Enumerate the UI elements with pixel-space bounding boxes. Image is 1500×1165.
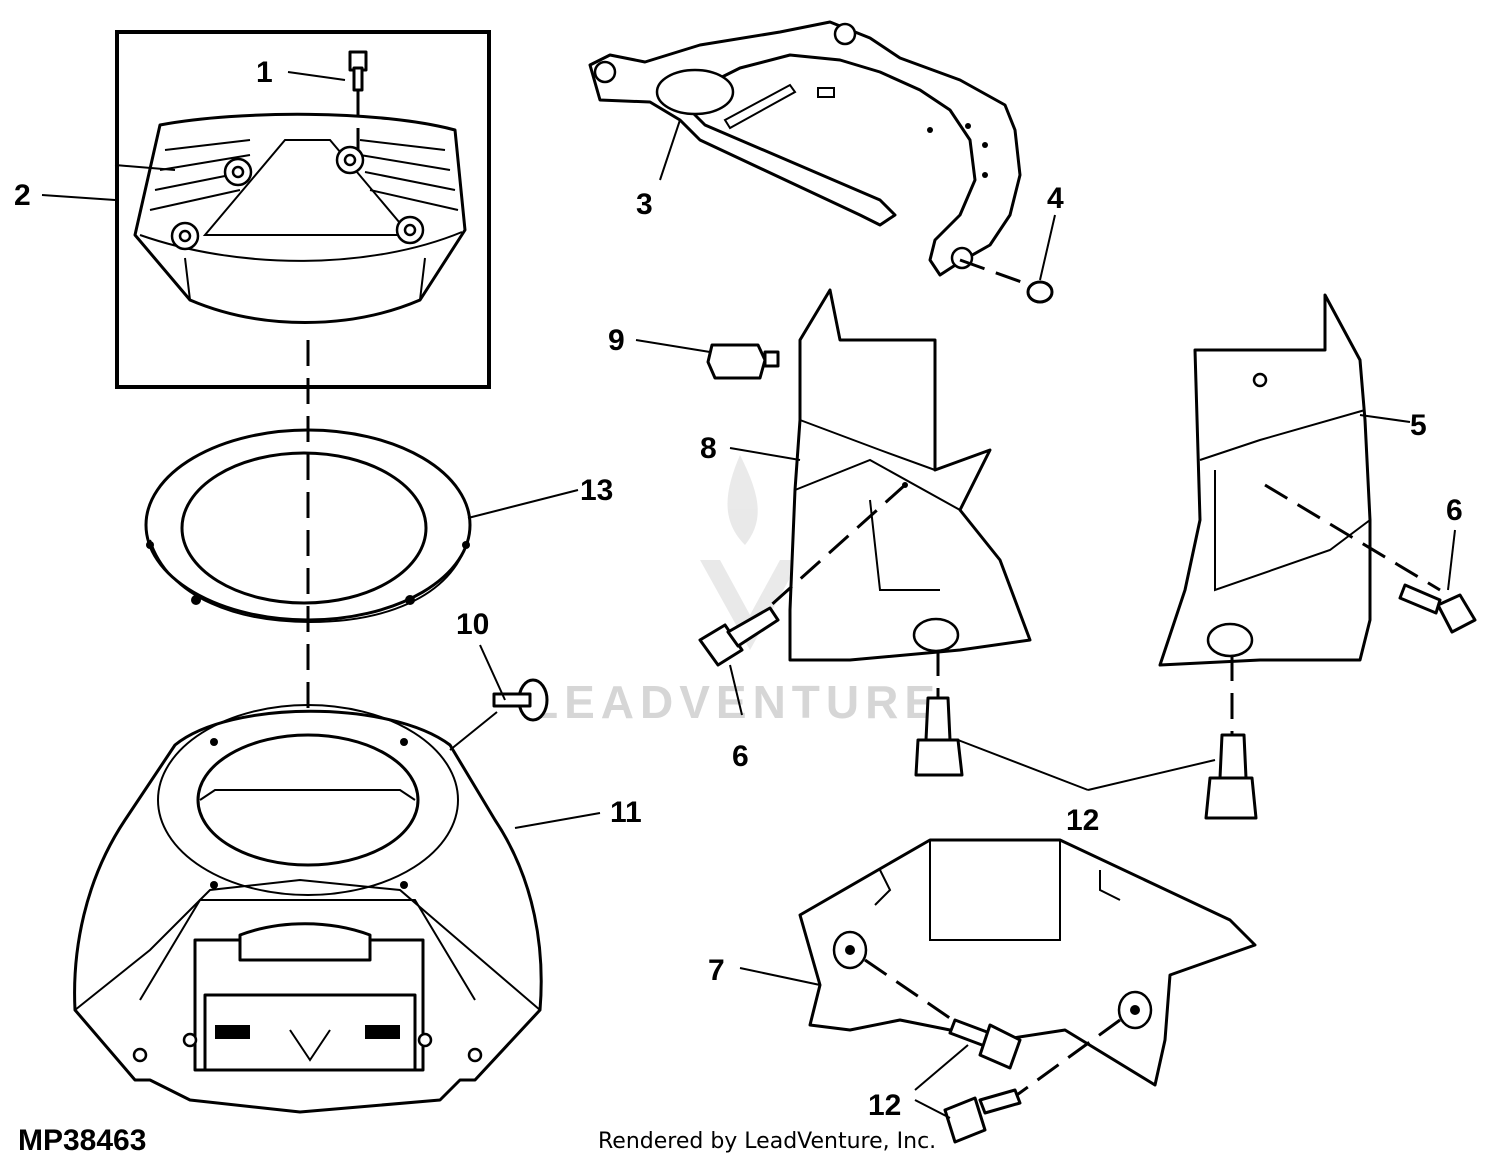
shroud-part-8 <box>788 288 1032 662</box>
gasket-ring-part-13 <box>144 428 472 624</box>
screw-part-12-left <box>914 696 964 777</box>
air-guide-part-3 <box>588 20 1031 287</box>
air-cleaner-cover-assembly <box>115 30 491 389</box>
callout-3: 3 <box>636 188 653 221</box>
callout-11: 11 <box>610 796 642 829</box>
clip-part-9 <box>706 343 780 380</box>
callout-6-left: 6 <box>732 740 749 773</box>
callout-5: 5 <box>1410 409 1427 442</box>
watermark-logo <box>700 455 800 650</box>
leader-lines <box>41 71 1456 1119</box>
watermark-text: LEADVENTURE <box>530 676 941 728</box>
screw-part-12-right <box>1204 733 1258 820</box>
callout-2: 2 <box>14 179 31 212</box>
callout-1: 1 <box>256 56 273 89</box>
shroud-part-5 <box>1158 293 1441 667</box>
render-credit: Rendered by LeadVenture, Inc. <box>598 1129 936 1154</box>
callout-8: 8 <box>700 432 717 465</box>
screw-part-1 <box>348 50 368 150</box>
figure-code: MP38463 <box>18 1124 146 1157</box>
fastener-line-6-left <box>758 483 907 617</box>
screw-part-12-lower-a <box>948 1018 1022 1070</box>
cover-callout-box <box>115 30 491 389</box>
callout-7: 7 <box>708 954 725 987</box>
lower-shroud-part-7 <box>798 838 1257 1102</box>
bolt-part-6-left <box>698 606 780 667</box>
callout-12-upper: 12 <box>1066 804 1099 837</box>
screw-part-12-lower-b <box>943 1088 1022 1144</box>
bolt-part-6-right <box>1398 583 1477 634</box>
bolt-part-4 <box>1026 280 1054 304</box>
blower-housing-part-11 <box>73 704 543 1114</box>
callout-13: 13 <box>580 474 613 507</box>
callout-9: 9 <box>608 324 625 357</box>
callout-6-right: 6 <box>1446 494 1463 527</box>
callout-12-lower: 12 <box>868 1089 901 1122</box>
callout-4: 4 <box>1047 182 1064 215</box>
callout-10: 10 <box>456 608 489 641</box>
pin-part-10 <box>492 678 549 722</box>
